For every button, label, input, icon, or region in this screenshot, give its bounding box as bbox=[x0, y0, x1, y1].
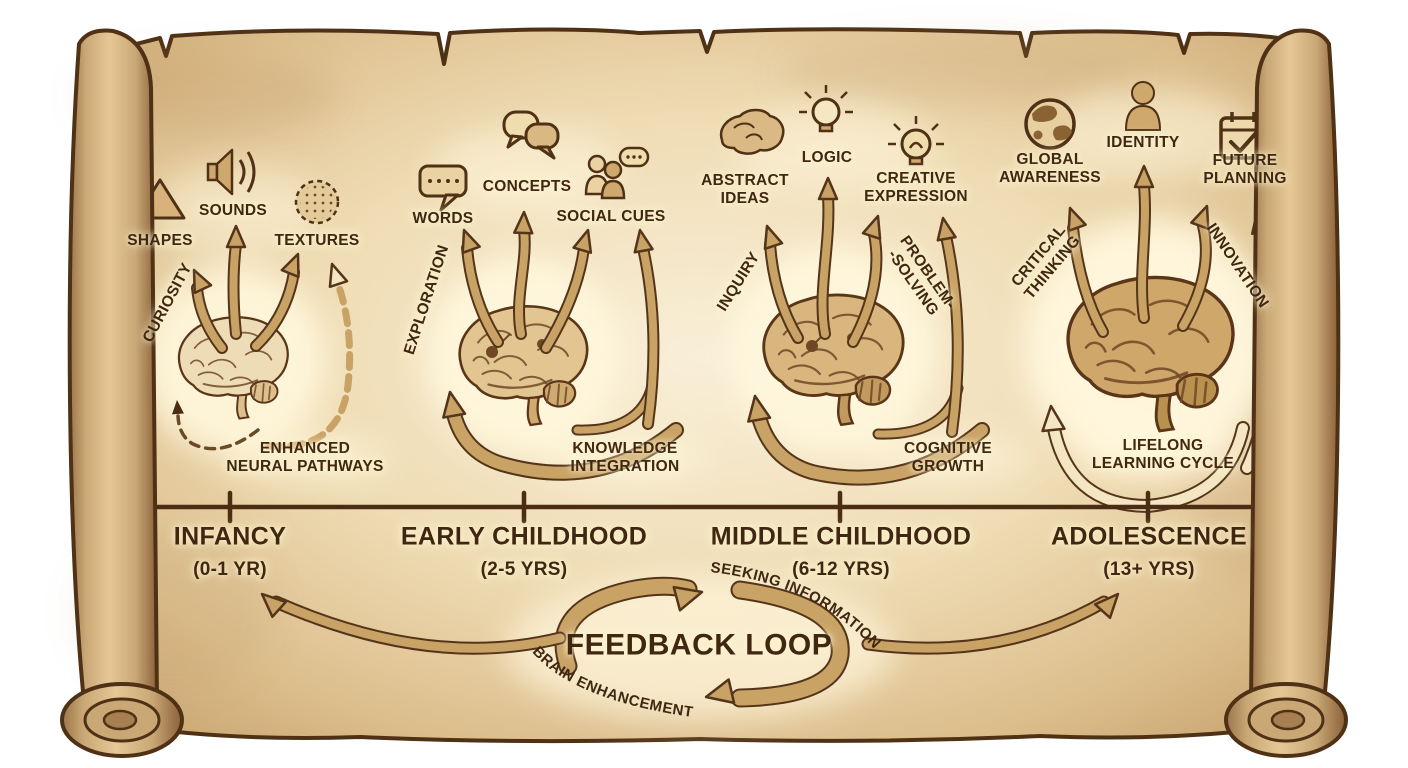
caption-line: LEARNING CYCLE bbox=[1092, 455, 1234, 472]
label-line: ABSTRACT bbox=[701, 172, 789, 190]
timeline-axis bbox=[125, 490, 1259, 524]
logic-label: LOGIC bbox=[801, 149, 853, 167]
feedback-left-swoosh bbox=[260, 592, 567, 655]
caption-line: GROWTH bbox=[911, 458, 985, 475]
knowledge-integration-label: KNOWLEDGE INTEGRATION bbox=[571, 440, 680, 476]
label-line: FUTURE bbox=[1212, 152, 1278, 170]
globe-icon bbox=[1024, 98, 1076, 150]
scroll-body bbox=[75, 27, 1314, 744]
identity-label: IDENTITY bbox=[1106, 134, 1180, 152]
stage-infancy-name: INFANCY bbox=[173, 522, 287, 551]
caption-line: ENHANCED bbox=[259, 440, 351, 458]
people-conversation-icon bbox=[584, 146, 650, 200]
stage-1-loop-arrows bbox=[171, 262, 354, 451]
stage-2-loop-arrows bbox=[442, 380, 684, 481]
stage-early-childhood-name: EARLY CHILDHOOD bbox=[400, 522, 648, 551]
stage-adolescence-name: ADOLESCENCE bbox=[1050, 522, 1248, 551]
speaker-sound-icon bbox=[206, 148, 256, 196]
textures-label: TEXTURES bbox=[274, 232, 360, 250]
feedback-loop-title: FEEDBACK LOOP bbox=[565, 628, 833, 662]
caption-line: COGNITIVE bbox=[904, 440, 992, 458]
chat-bubbles-icon bbox=[502, 110, 560, 160]
left-scroll-roll bbox=[60, 28, 184, 758]
future-planning-label: FUTURE PLANNING bbox=[1203, 152, 1286, 188]
lightbulb-icon bbox=[799, 85, 853, 133]
stage-2-up-arrows bbox=[461, 210, 660, 430]
label-line: AWARENESS bbox=[999, 169, 1101, 186]
global-awareness-label: GLOBAL AWARENESS bbox=[999, 151, 1101, 187]
speech-bubble-icon bbox=[418, 164, 468, 212]
creative-expression-label: CREATIVE EXPRESSION bbox=[864, 170, 968, 206]
stage-3-up-arrows bbox=[763, 176, 964, 438]
stage-adolescence-range: (13+ YRS) bbox=[1103, 558, 1195, 580]
person-silhouette-icon bbox=[1124, 81, 1162, 131]
shapes-label: SHAPES bbox=[127, 232, 193, 250]
label-line: EXPRESSION bbox=[864, 188, 968, 205]
words-label: WORDS bbox=[412, 210, 474, 228]
caption-line: KNOWLEDGE bbox=[572, 440, 678, 458]
feedback-right-swoosh bbox=[861, 592, 1120, 655]
concepts-label: CONCEPTS bbox=[482, 178, 572, 196]
stage-middle-childhood-range: (6-12 YRS) bbox=[792, 558, 890, 580]
label-line: CREATIVE bbox=[876, 170, 956, 188]
lightbulb-filament-icon bbox=[888, 116, 944, 166]
caption-line: INTEGRATION bbox=[570, 458, 680, 475]
label-line: IDEAS bbox=[720, 190, 770, 207]
stage-4-up-arrows bbox=[1067, 164, 1212, 338]
stage-1-up-arrows bbox=[191, 224, 300, 354]
stage-early-childhood-range: (2-5 YRS) bbox=[480, 558, 568, 580]
caption-line: LIFELONG bbox=[1122, 437, 1204, 455]
cognitive-growth-label: COGNITIVE GROWTH bbox=[904, 440, 992, 476]
caption-line: NEURAL PATHWAYS bbox=[226, 458, 384, 475]
label-line: GLOBAL bbox=[1016, 151, 1084, 169]
small-brain-icon bbox=[719, 108, 785, 155]
lifelong-learning-cycle-label: LIFELONG LEARNING CYCLE bbox=[1092, 437, 1234, 473]
stage-middle-childhood-name: MIDDLE CHILDHOOD bbox=[710, 522, 972, 551]
stage-infancy-range: (0-1 YR) bbox=[193, 558, 267, 580]
enhanced-neural-pathways-label: ENHANCED NEURAL PATHWAYS bbox=[226, 440, 383, 476]
label-line: PLANNING bbox=[1203, 170, 1287, 187]
abstract-ideas-label: ABSTRACT IDEAS bbox=[701, 172, 789, 208]
texture-dots-icon bbox=[294, 179, 340, 225]
social-cues-label: SOCIAL CUES bbox=[556, 208, 666, 226]
sounds-label: SOUNDS bbox=[198, 202, 268, 220]
right-scroll-roll bbox=[1224, 28, 1348, 758]
